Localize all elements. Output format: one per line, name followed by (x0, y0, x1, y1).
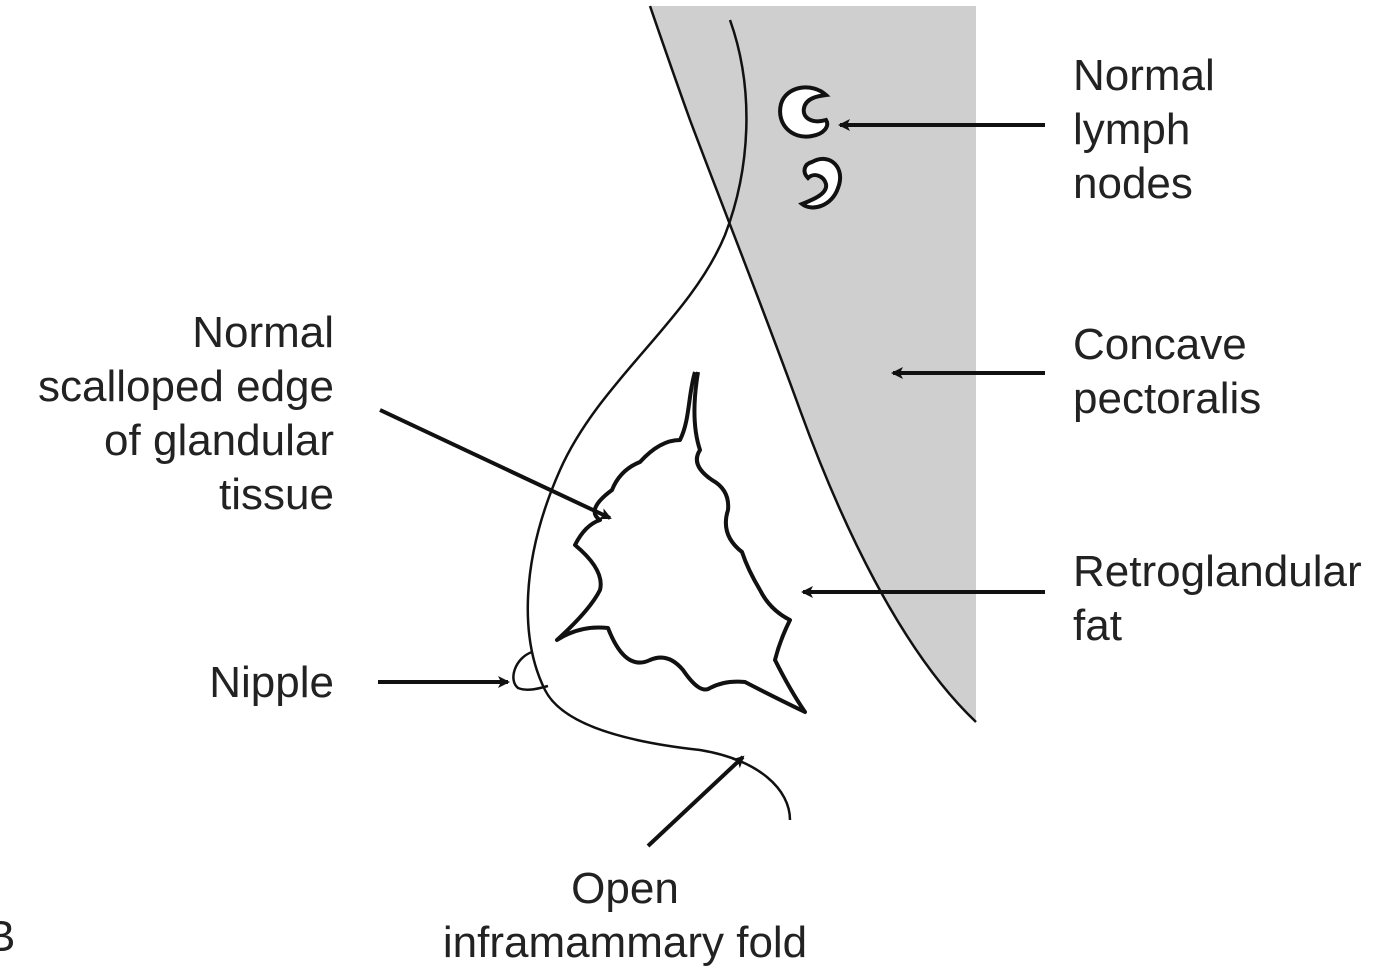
panel-letter: B (0, 910, 15, 964)
label-nipple: Nipple (209, 656, 334, 710)
arrow-inframammary-fold (648, 757, 743, 846)
label-inframammary-fold-line-2: inframammary fold (425, 916, 825, 970)
label-lymph-nodes-line-1: Normal (1073, 49, 1215, 103)
label-retroglandular-fat-line-2: fat (1073, 599, 1362, 653)
glandular-tissue (557, 372, 805, 712)
label-scalloped-edge: Normal scalloped edge of glandular tissu… (38, 306, 334, 522)
label-scalloped-edge-line-3: of glandular (38, 414, 334, 468)
label-retroglandular-fat: Retroglandular fat (1073, 545, 1362, 653)
label-pectoralis-line-2: pectoralis (1073, 372, 1261, 426)
arrow-scalloped-edge (380, 410, 610, 518)
label-inframammary-fold-line-1: Open (425, 862, 825, 916)
label-scalloped-edge-line-4: tissue (38, 468, 334, 522)
label-inframammary-fold: Open inframammary fold (425, 862, 825, 970)
label-lymph-nodes-line-2: lymph (1073, 103, 1215, 157)
label-scalloped-edge-line-2: scalloped edge (38, 360, 334, 414)
label-pectoralis-line-1: Concave (1073, 318, 1261, 372)
label-lymph-nodes-line-3: nodes (1073, 157, 1215, 211)
panel-letter-text: B (0, 910, 15, 964)
label-nipple-line-1: Nipple (209, 656, 334, 710)
label-lymph-nodes: Normal lymph nodes (1073, 49, 1215, 211)
label-pectoralis: Concave pectoralis (1073, 318, 1261, 426)
label-retroglandular-fat-line-1: Retroglandular (1073, 545, 1362, 599)
label-scalloped-edge-line-1: Normal (38, 306, 334, 360)
